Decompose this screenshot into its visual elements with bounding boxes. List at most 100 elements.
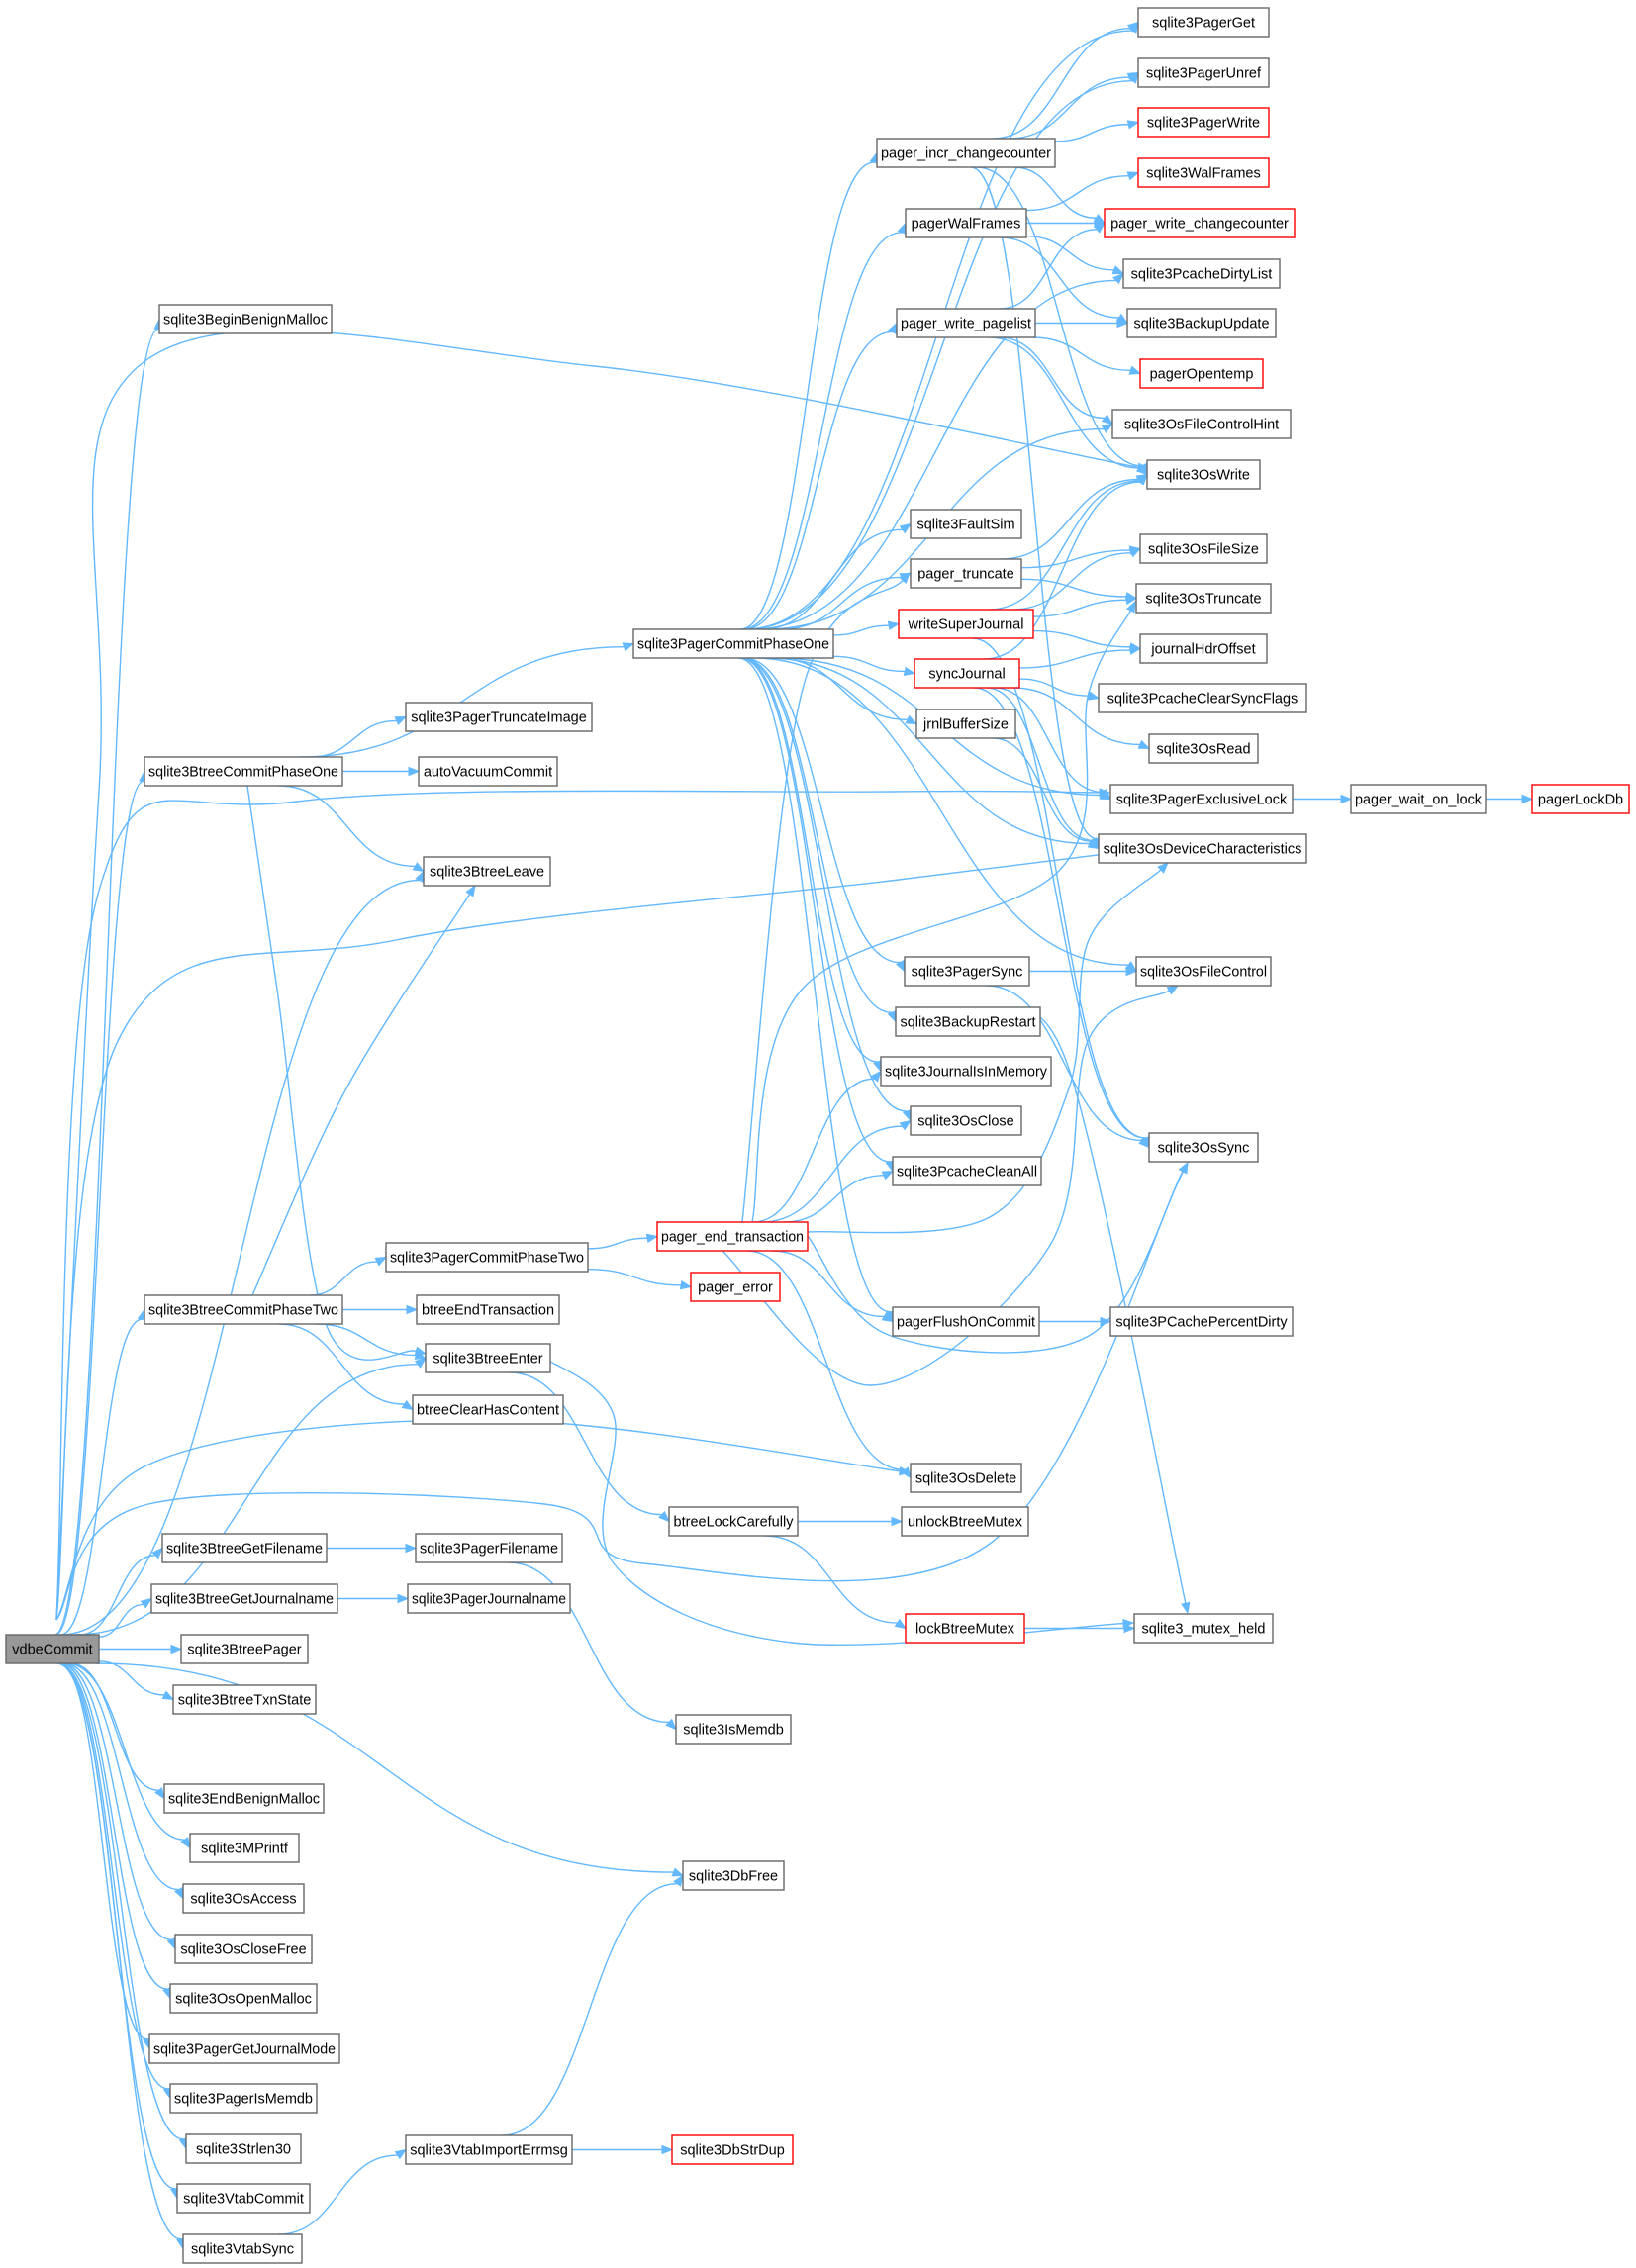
node-pagerFlushOnCommit[interactable]: pagerFlushOnCommit (892, 1306, 1040, 1337)
node-sqlite3OsFileControlHint[interactable]: sqlite3OsFileControlHint (1111, 409, 1292, 439)
node-sqlite3PagerUnref[interactable]: sqlite3PagerUnref (1137, 57, 1270, 88)
node-pager_wait_on_lock[interactable]: pager_wait_on_lock (1350, 784, 1487, 814)
arrow-head-icon (1125, 966, 1138, 977)
node-sqlite3PagerExclusiveLock[interactable]: sqlite3PagerExclusiveLock (1109, 784, 1294, 814)
node-sqlite3FaultSim[interactable]: sqlite3FaultSim (910, 509, 1022, 539)
node-sqlite3PCachePercentDirty[interactable]: sqlite3PCachePercentDirty (1109, 1306, 1294, 1337)
node-sqlite3PagerWrite[interactable]: sqlite3PagerWrite (1137, 107, 1270, 138)
node-sqlite3BackupUpdate[interactable]: sqlite3BackupUpdate (1126, 308, 1277, 338)
arrow-head-icon (374, 1256, 388, 1267)
node-unlockBtreeMutex[interactable]: unlockBtreeMutex (901, 1506, 1029, 1537)
node-label: sqlite3VtabCommit (183, 2192, 304, 2208)
node-pager_incr_changecounter[interactable]: pager_incr_changecounter (876, 138, 1056, 168)
node-sqlite3DbStrDup[interactable]: sqlite3DbStrDup (671, 2134, 794, 2165)
node-label: autoVacuumCommit (424, 765, 552, 781)
node-writeSuperJournal[interactable]: writeSuperJournal (898, 609, 1034, 639)
node-sqlite3PcacheClearSyncFlags[interactable]: sqlite3PcacheClearSyncFlags (1098, 683, 1307, 713)
node-sqlite3DbFree[interactable]: sqlite3DbFree (682, 1860, 785, 1891)
node-sqlite3BtreeLeave[interactable]: sqlite3BtreeLeave (423, 856, 551, 887)
node-pagerOpentemp[interactable]: pagerOpentemp (1139, 358, 1264, 389)
node-sqlite3PagerJournalname[interactable]: sqlite3PagerJournalname (407, 1583, 571, 1614)
node-sqlite3BtreeCommitPhaseTwo[interactable]: sqlite3BtreeCommitPhaseTwo (144, 1294, 343, 1325)
node-sqlite3OsCloseFree[interactable]: sqlite3OsCloseFree (174, 1934, 313, 1964)
node-sqlite3PcacheCleanAll[interactable]: sqlite3PcacheCleanAll (892, 1156, 1042, 1186)
node-sqlite3OsClose[interactable]: sqlite3OsClose (910, 1105, 1022, 1136)
node-sqlite3OsFileSize[interactable]: sqlite3OsFileSize (1139, 533, 1268, 564)
node-sqlite3OsRead[interactable]: sqlite3OsRead (1148, 733, 1259, 764)
node-pagerWalFrames[interactable]: pagerWalFrames (905, 208, 1027, 238)
node-pager_write_changecounter[interactable]: pager_write_changecounter (1104, 208, 1296, 238)
node-label: sqlite3PagerUnref (1146, 66, 1262, 82)
node-sqlite3BtreePager[interactable]: sqlite3BtreePager (180, 1634, 309, 1664)
node-sqlite3BtreeEnter[interactable]: sqlite3BtreeEnter (425, 1343, 551, 1373)
node-sqlite3VtabCommit[interactable]: sqlite3VtabCommit (176, 2183, 311, 2214)
edge-sqlite3PagerFilename-to-sqlite3IsMemdb (508, 1561, 677, 1731)
node-sqlite3OsTruncate[interactable]: sqlite3OsTruncate (1135, 583, 1272, 614)
node-pagerLockDb[interactable]: pagerLockDb (1531, 784, 1630, 814)
node-box (1137, 7, 1270, 38)
node-sqlite3BeginBenignMalloc[interactable]: sqlite3BeginBenignMalloc (158, 304, 333, 334)
edge-sqlite3PagerSync-to-sqlite3OsFileControl (1029, 966, 1138, 977)
node-sqlite3PagerGetJournalMode[interactable]: sqlite3PagerGetJournalMode (148, 2033, 340, 2064)
node-btreeLockCarefully[interactable]: btreeLockCarefully (668, 1506, 799, 1537)
arrow-head-icon (161, 1690, 175, 1701)
arrow-head-icon (1178, 1161, 1189, 1175)
node-pager_write_pagelist[interactable]: pager_write_pagelist (896, 308, 1036, 338)
node-sqlite3BtreeGetFilename[interactable]: sqlite3BtreeGetFilename (161, 1533, 328, 1563)
node-sqlite3PcacheDirtyList[interactable]: sqlite3PcacheDirtyList (1122, 258, 1281, 289)
node-sqlite3OsAccess[interactable]: sqlite3OsAccess (182, 1883, 305, 1914)
node-sqlite3Strlen30[interactable]: sqlite3Strlen30 (185, 2133, 302, 2164)
edge-line (744, 79, 1133, 630)
node-autoVacuumCommit[interactable]: autoVacuumCommit (418, 756, 558, 787)
node-sqlite3EndBenignMalloc[interactable]: sqlite3EndBenignMalloc (163, 1783, 325, 1814)
node-lockBtreeMutex[interactable]: lockBtreeMutex (905, 1613, 1025, 1644)
node-sqlite3OsWrite[interactable]: sqlite3OsWrite (1146, 459, 1261, 490)
node-sqlite3BtreeCommitPhaseOne[interactable]: sqlite3BtreeCommitPhaseOne (144, 756, 343, 787)
node-jrnlBufferSize[interactable]: jrnlBufferSize (915, 709, 1016, 739)
node-sqlite3PagerSync[interactable]: sqlite3PagerSync (904, 956, 1030, 987)
node-sqlite3OsSync[interactable]: sqlite3OsSync (1148, 1132, 1259, 1163)
node-sqlite3PagerCommitPhaseOne[interactable]: sqlite3PagerCommitPhaseOne (632, 628, 834, 659)
node-sqlite3BtreeTxnState[interactable]: sqlite3BtreeTxnState (172, 1684, 317, 1715)
node-sqlite3MPrintf[interactable]: sqlite3MPrintf (189, 1833, 300, 1863)
node-pager_error[interactable]: pager_error (690, 1272, 781, 1302)
node-sqlite3JournalIsInMemory[interactable]: sqlite3JournalIsInMemory (880, 1056, 1052, 1087)
edge-line (246, 785, 417, 1361)
node-sqlite3OsDelete[interactable]: sqlite3OsDelete (910, 1463, 1022, 1493)
node-sqlite3BtreeGetJournalname[interactable]: sqlite3BtreeGetJournalname (150, 1583, 338, 1614)
node-sqlite3VtabImportErrmsg[interactable]: sqlite3VtabImportErrmsg (405, 2134, 573, 2165)
node-sqlite3OsDeviceCharacteristics[interactable]: sqlite3OsDeviceCharacteristics (1098, 833, 1307, 864)
node-sqlite3OsFileControl[interactable]: sqlite3OsFileControl (1135, 956, 1272, 987)
edge-line (55, 330, 1139, 1621)
edge-pager_wait_on_lock-to-pagerLockDb (1486, 794, 1534, 804)
edge-line (993, 737, 1093, 842)
edge-pager_write_pagelist-to-sqlite3BackupUpdate (1035, 318, 1129, 329)
edge-vdbeCommit-to-sqlite3EndBenignMalloc (70, 1662, 165, 1800)
edge-line (784, 1175, 884, 1223)
node-sqlite3PagerFilename[interactable]: sqlite3PagerFilename (415, 1533, 563, 1563)
node-box (671, 2134, 794, 2165)
node-label: sqlite3WalFrames (1146, 166, 1261, 182)
edge-pager_write_pagelist-to-pagerOpentemp (1032, 336, 1142, 375)
node-sqlite3BackupRestart[interactable]: sqlite3BackupRestart (895, 1006, 1041, 1037)
edge-line (587, 1268, 682, 1286)
node-sqlite3OsOpenMalloc[interactable]: sqlite3OsOpenMalloc (169, 1983, 318, 2014)
node-pager_end_transaction[interactable]: pager_end_transaction (656, 1221, 809, 1252)
node-pager_truncate[interactable]: pager_truncate (910, 558, 1022, 589)
node-sqlite3IsMemdb[interactable]: sqlite3IsMemdb (675, 1714, 792, 1745)
node-journalHdrOffset[interactable]: journalHdrOffset (1139, 633, 1268, 664)
node-box (1111, 409, 1292, 439)
node-sqlite3PagerCommitPhaseTwo[interactable]: sqlite3PagerCommitPhaseTwo (385, 1242, 589, 1273)
edge-line (992, 28, 1131, 140)
node-vdbeCommit[interactable]: vdbeCommit (5, 1634, 100, 1664)
node-btreeEndTransaction[interactable]: btreeEndTransaction (416, 1294, 560, 1325)
node-sqlite3PagerIsMemdb[interactable]: sqlite3PagerIsMemdb (169, 2083, 318, 2114)
node-sqlite3VtabSync[interactable]: sqlite3VtabSync (182, 2233, 303, 2264)
node-sqlite3PagerGet[interactable]: sqlite3PagerGet (1137, 7, 1270, 38)
node-box (682, 1860, 785, 1891)
node-btreeClearHasContent[interactable]: btreeClearHasContent (412, 1394, 564, 1425)
node-sqlite3_mutex_held[interactable]: sqlite3_mutex_held (1133, 1613, 1274, 1644)
node-sqlite3PagerTruncateImage[interactable]: sqlite3PagerTruncateImage (405, 702, 593, 732)
node-sqlite3WalFrames[interactable]: sqlite3WalFrames (1137, 157, 1270, 188)
node-syncJournal[interactable]: syncJournal (914, 658, 1020, 689)
